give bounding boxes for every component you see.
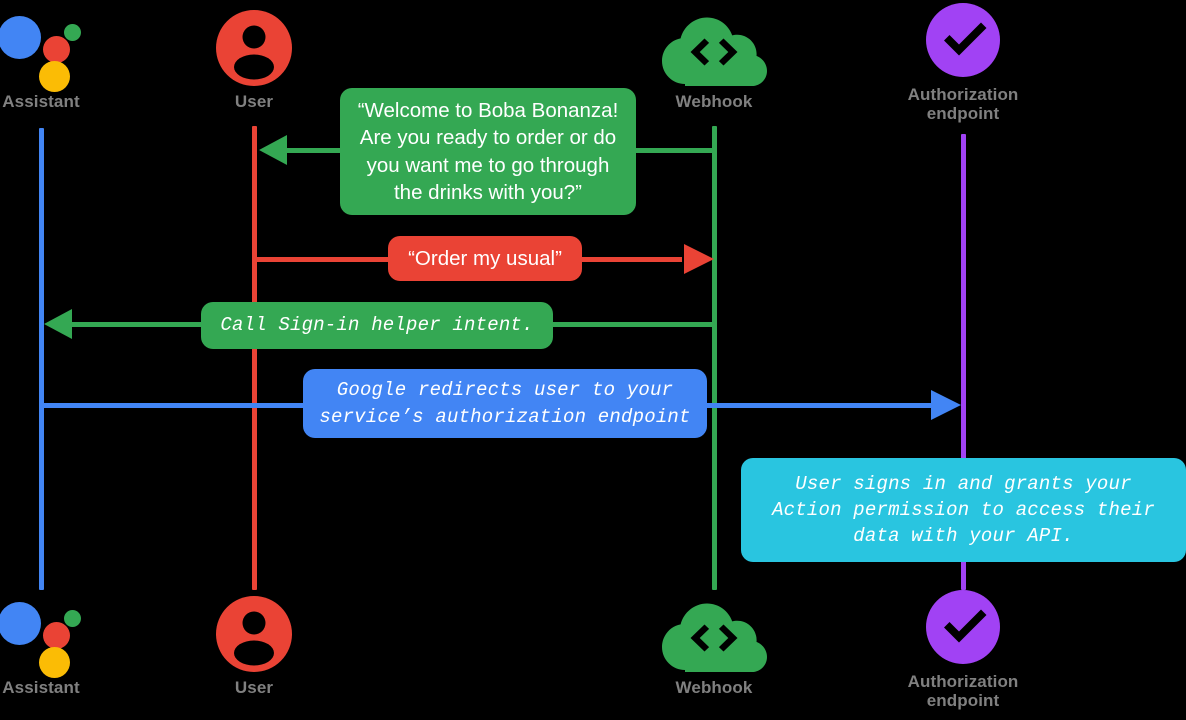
arrowhead-signin-helper-left: [44, 309, 72, 339]
lifeline-user: [252, 126, 257, 590]
assistant-dot-yellow-icon: [39, 61, 70, 92]
assistant-dot-green-icon: [64, 610, 81, 627]
auth-icon-bottom: [863, 588, 1063, 672]
actor-label-auth-bottom: Authorization endpoint: [907, 672, 1019, 711]
google-assistant-dots-icon: [0, 8, 87, 92]
assistant-dot-yellow-icon: [39, 647, 70, 678]
message-bubble-redirect: Google redirects user to your service’s …: [303, 369, 707, 438]
actor-assistant-bottom: Assistant: [0, 594, 141, 697]
actor-label-webhook-bottom: Webhook: [675, 678, 753, 697]
webhook-icon-bottom: [614, 594, 814, 678]
actor-label-assistant-bottom: Assistant: [2, 678, 80, 697]
actor-label-webhook-top: Webhook: [675, 92, 753, 111]
assistant-dot-blue-icon: [0, 602, 41, 645]
actor-label-user-top: User: [234, 92, 274, 111]
cloud-code-icon: [662, 603, 767, 672]
actor-auth-bottom: Authorization endpoint: [863, 588, 1063, 710]
arrowhead-order-usual-right: [684, 244, 714, 274]
actor-user-top: User: [154, 8, 354, 111]
actor-assistant-top: Assistant: [0, 8, 141, 111]
purple-checkmark-icon: [926, 590, 1000, 664]
user-icon-bottom: [154, 594, 354, 678]
user-icon-top: [154, 8, 354, 92]
arrowhead-redirect-right: [931, 390, 961, 420]
assistant-dot-red-icon: [43, 36, 70, 63]
actor-webhook-bottom: Webhook: [614, 594, 814, 697]
actor-auth-top: Authorization endpoint: [863, 1, 1063, 123]
purple-checkmark-icon: [926, 3, 1000, 77]
message-bubble-order-usual: “Order my usual”: [388, 236, 582, 281]
webhook-icon-top: [614, 8, 814, 92]
assistant-dot-green-icon: [64, 24, 81, 41]
cloud-code-icon: [662, 17, 767, 86]
lifeline-auth: [961, 134, 966, 590]
lifeline-webhook: [712, 126, 717, 590]
actor-label-user-bottom: User: [234, 678, 274, 697]
assistant-icon-top: [0, 8, 141, 92]
message-bubble-welcome: “Welcome to Boba Bonanza! Are you ready …: [340, 88, 636, 215]
lifeline-assistant: [39, 128, 44, 590]
message-bubble-grant-permission: User signs in and grants your Action per…: [741, 458, 1186, 562]
actor-user-bottom: User: [154, 594, 354, 697]
user-avatar-icon: [216, 10, 292, 86]
actor-webhook-top: Webhook: [614, 8, 814, 111]
actor-label-assistant-top: Assistant: [2, 92, 80, 111]
google-assistant-dots-icon: [0, 594, 87, 678]
user-avatar-icon: [216, 596, 292, 672]
actor-label-auth-top: Authorization endpoint: [907, 85, 1019, 124]
auth-icon-top: [863, 1, 1063, 85]
assistant-icon-bottom: [0, 594, 141, 678]
assistant-dot-red-icon: [43, 622, 70, 649]
arrowhead-welcome-left: [259, 135, 287, 165]
assistant-dot-blue-icon: [0, 16, 41, 59]
message-bubble-signin-helper: Call Sign-in helper intent.: [201, 302, 553, 349]
